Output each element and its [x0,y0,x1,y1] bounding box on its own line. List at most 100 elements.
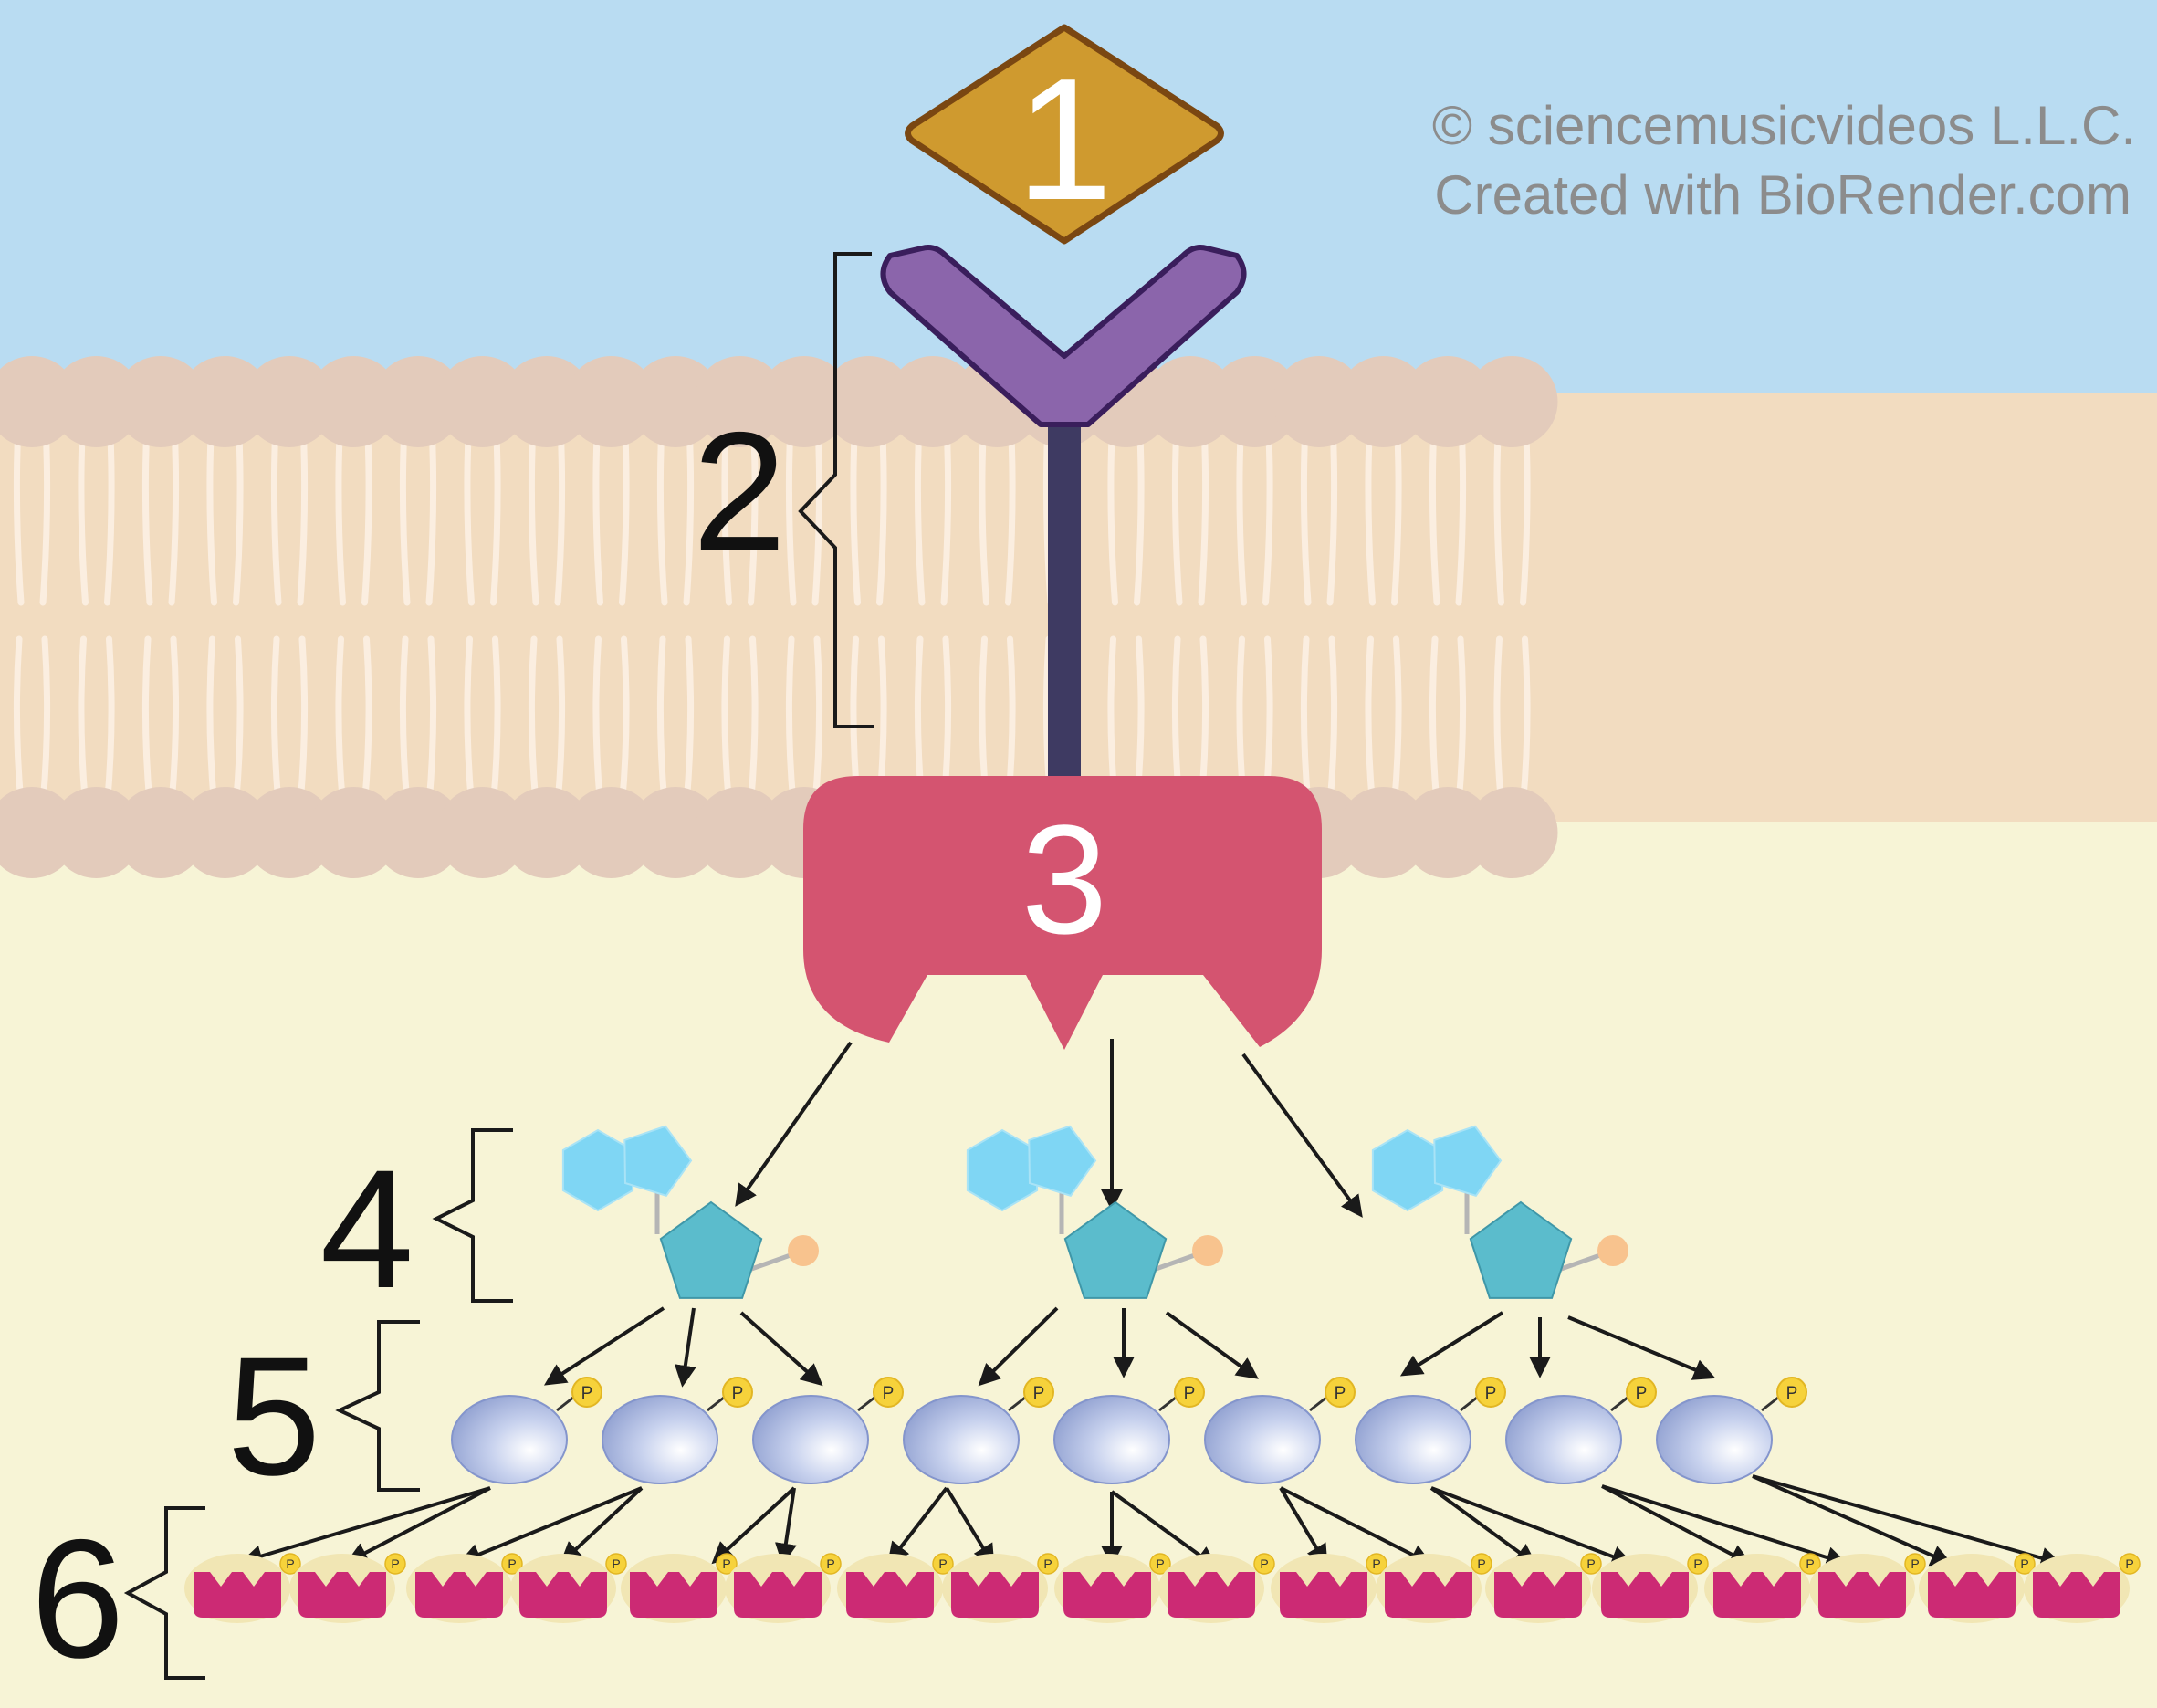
lipid-tail [425,635,437,807]
arrow [711,1486,796,1565]
phosphate-label: P [1693,1556,1702,1571]
arrow [560,1486,644,1565]
phosphate-label: P [612,1556,620,1571]
lipid-head-outer [436,356,529,447]
lipid-tail [361,635,372,807]
lipid-tail [104,635,115,807]
target-body [1280,1572,1367,1618]
lipid-head-outer [1273,356,1365,447]
lipid-head-inner [501,787,592,878]
sugar-pentagon [1469,1200,1573,1299]
lipid-head-outer [1145,356,1236,447]
arrow [240,1486,491,1567]
phosphate-icon [501,1553,523,1575]
arrow [1601,1484,1753,1566]
phosphate-icon [1799,1553,1821,1575]
lipid-head-inner [1337,787,1429,878]
kinase-body [752,1395,869,1484]
arrow [978,1306,1059,1387]
arrow [1752,1474,2063,1569]
arrow [1752,1474,1953,1567]
credit-line-2: Created with BioRender.com [1434,164,2131,225]
label-2: 2 [693,398,787,586]
lipid-tail [335,635,346,807]
arrow [1110,1490,1218,1568]
ligand-diamond [905,24,1224,245]
lipid-head-outer [565,356,657,447]
phosphate-icon [1023,1377,1054,1408]
phosphate-icon [1325,1377,1356,1408]
target-body [415,1572,503,1618]
lipid-tail [656,635,668,807]
lipid-tail [13,635,25,807]
label-3: 3 [1021,793,1108,967]
lipid-head-outer [887,356,979,447]
phosphate-icon [1366,1553,1387,1575]
ring-pentagon [623,1125,693,1198]
arrow [739,1311,823,1387]
arrow [543,1306,665,1386]
sugar-pentagon [659,1200,763,1299]
phosphate-label: P [2020,1556,2028,1571]
phosphate-label: P [722,1556,730,1571]
arrow [1601,1484,1848,1568]
lipid-tail [1365,635,1376,807]
sugar-pentagon [1063,1200,1168,1299]
target-protein: P [1592,1553,1709,1623]
phosphate-icon [1580,1553,1602,1575]
phosphate-icon [1471,1553,1492,1575]
phosphate-icon [1475,1377,1506,1408]
kinase: P [451,1377,602,1484]
lipid-tail [141,635,153,807]
lipid-head-outer [372,356,464,447]
arrow [945,1486,995,1567]
kinase-body [1355,1395,1471,1484]
label-4: 4 [320,1136,414,1324]
lipid-tail [464,635,475,807]
lipid-tail [1391,635,1402,807]
lipid-tail [39,635,51,807]
receptor [880,245,1247,781]
target-body [951,1572,1039,1618]
arrow [735,1041,853,1207]
lipid-head-inner [694,787,786,878]
target-body [734,1572,822,1618]
arrow [1429,1486,1537,1566]
kinase-body [451,1395,568,1484]
arrow [1399,1311,1504,1377]
arrow [774,1487,797,1566]
lipid-tail [168,635,180,807]
kinase-body [1505,1395,1622,1484]
lipid-head-inner [630,787,721,878]
lipid-tail [811,635,823,807]
phosphate-icon [1149,1553,1171,1575]
target-body [1818,1572,1906,1618]
phosphate-icon [1904,1553,1926,1575]
phosphate-icon [1687,1553,1709,1575]
target-body [1168,1572,1255,1618]
phosphate-label: P [1786,1384,1798,1403]
ligand: 1 [905,24,1224,245]
target-protein: P [837,1553,954,1623]
target-protein: P [1704,1553,1821,1623]
lipid-head-outer [115,356,206,447]
credit-line-1: © sciencemusicvideos L.L.C. [1432,95,2136,156]
target-protein: P [1054,1553,1171,1623]
label-6: 6 [31,1505,125,1693]
phosphate-label: P [826,1556,834,1571]
arrow [1430,1486,1634,1567]
bracket-5 [335,1320,420,1492]
phosphate-bead [1597,1235,1628,1266]
lipid-head-outer [244,356,335,447]
effector-enzyme: 3 [803,776,1322,1050]
lipid-head-outer [1337,356,1429,447]
kinase: P [1656,1377,1807,1484]
kinase-body [1053,1395,1170,1484]
second-messengers [561,1125,1628,1299]
phosphate-label: P [2125,1556,2133,1571]
lipid-head-outer [759,356,850,447]
kinase: P [1053,1377,1205,1484]
phosphate-label: P [1335,1384,1346,1403]
receptor-stem [1048,415,1081,781]
